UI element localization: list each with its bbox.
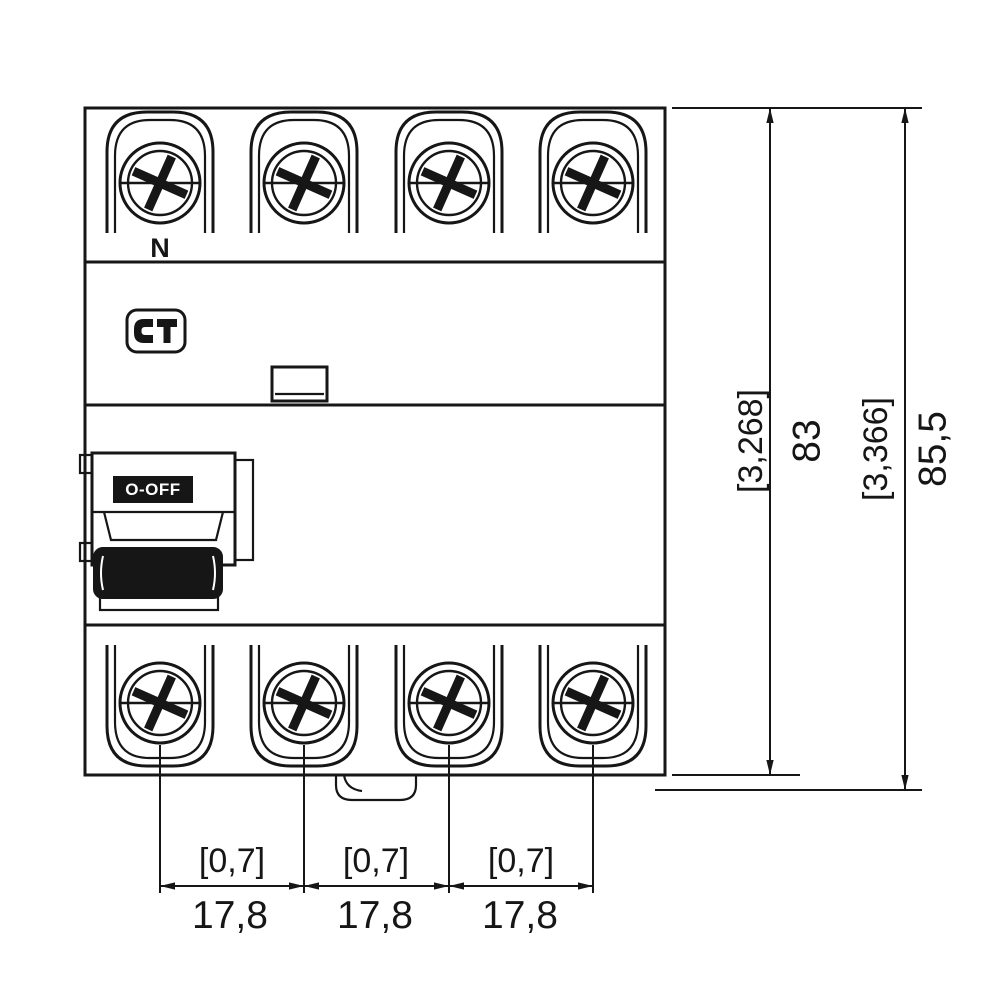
brand-logo [125, 308, 187, 354]
terminal-top-4 [540, 112, 646, 233]
dim-label-body-height-inch: [3,268] [732, 389, 770, 493]
neutral-pole-label: N [150, 233, 170, 263]
toggle-switch: O-OFF [78, 451, 255, 612]
dim-label-body-height-mm: 83 [786, 419, 829, 462]
switch-label-plate [113, 476, 193, 503]
dim-label-pitch-2-inch: [0,7] [343, 842, 409, 880]
device-body-outline [83, 106, 667, 777]
dim-label-pitch-1-inch: [0,7] [199, 842, 265, 880]
switch-lever [93, 547, 223, 599]
dim-label-total-height-mm: 85,5 [912, 411, 955, 487]
test-window [270, 365, 329, 403]
switch-position-label: O-OFF [125, 480, 180, 499]
terminal-top-1 [107, 112, 213, 233]
switch-recess [102, 511, 225, 542]
dimension-right: [3,268] 83 [3,366] 85,5 [655, 107, 955, 791]
dim-label-pitch-1-mm: 17,8 [192, 894, 268, 937]
terminal-top-3 [396, 112, 502, 233]
switch-housing-side [233, 458, 255, 562]
dim-label-pitch-3-mm: 17,8 [482, 894, 558, 937]
terminal-top-2 [251, 112, 357, 233]
dim-label-pitch-2-mm: 17,8 [337, 894, 413, 937]
dim-label-pitch-3-inch: [0,7] [488, 842, 554, 880]
din-rail-clip [334, 774, 418, 802]
dim-label-total-height-inch: [3,366] [857, 397, 895, 501]
dimension-bottom: [0,7] [0,7] [0,7] 17,8 17,8 17,8 [159, 745, 594, 937]
